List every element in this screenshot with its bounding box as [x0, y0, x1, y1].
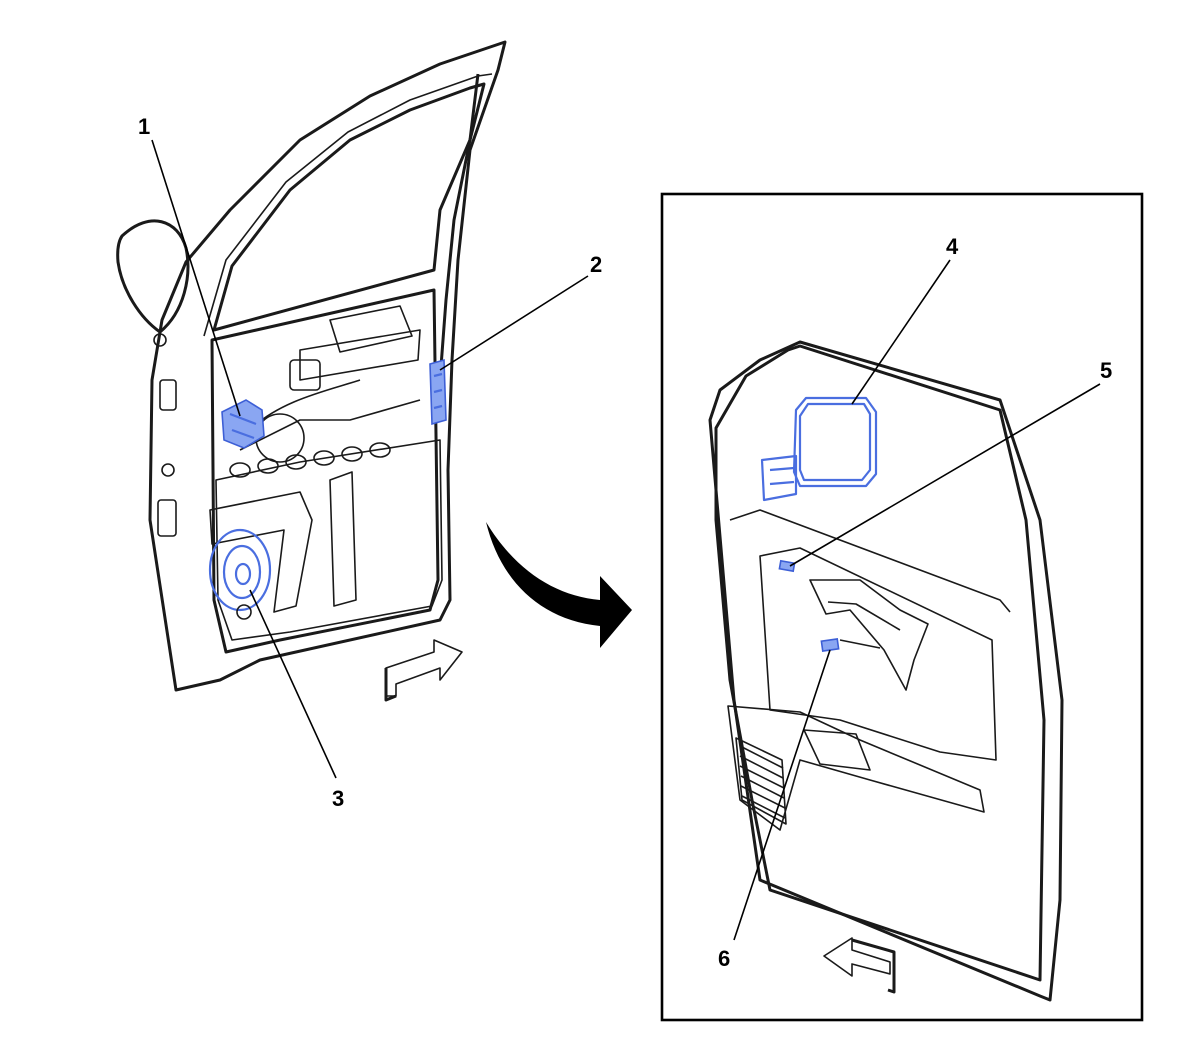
callout-3: 3 — [332, 786, 344, 811]
window-switch-6 — [820, 638, 840, 652]
callout-2: 2 — [590, 252, 602, 277]
mirror-switch-5 — [778, 559, 796, 573]
leader-lines — [151, 139, 1101, 941]
speaker-grille — [735, 737, 787, 825]
curved-arrow-icon — [486, 522, 632, 648]
trim-panel — [714, 344, 1046, 982]
window-glass — [212, 82, 486, 332]
door-shell — [148, 40, 507, 692]
interior-handle — [827, 601, 901, 649]
window-seal-rear — [438, 73, 480, 381]
outside-mirror-4 — [760, 396, 878, 502]
callout-4: 4 — [946, 234, 959, 259]
latch-cutout — [236, 604, 252, 620]
door-frame-assembly — [116, 40, 507, 692]
direction-arrow-right-icon — [384, 639, 463, 702]
cup-holder — [803, 729, 871, 771]
door-speaker-3 — [208, 528, 272, 612]
side-mirror — [116, 219, 190, 334]
window-regulator-arm — [239, 379, 421, 451]
speaker-box-bracket — [209, 491, 313, 613]
door-lock-actuator-2 — [429, 358, 447, 426]
door-trim-panel-assembly — [708, 340, 1064, 1002]
map-pocket — [727, 705, 985, 831]
door-outer-edge — [708, 340, 1064, 1002]
window-regulator-rail — [299, 305, 421, 381]
power-window-motor-1 — [221, 399, 265, 449]
interior-handle-bezel — [809, 579, 929, 691]
window-seal-inner — [203, 73, 493, 337]
door-inner-cavity — [210, 288, 440, 654]
callout-1: 1 — [138, 114, 150, 139]
trim-upper-line — [729, 509, 1011, 613]
armrest-panel — [759, 547, 997, 761]
regulator-motor — [289, 359, 321, 391]
inner-rib — [329, 471, 357, 607]
callout-6: 6 — [718, 946, 730, 971]
inset-frame — [660, 192, 1144, 1022]
door-inner-panel — [215, 439, 443, 641]
callout-5: 5 — [1100, 358, 1112, 383]
hinge-details — [153, 333, 177, 537]
direction-arrow-left-icon — [823, 937, 896, 994]
